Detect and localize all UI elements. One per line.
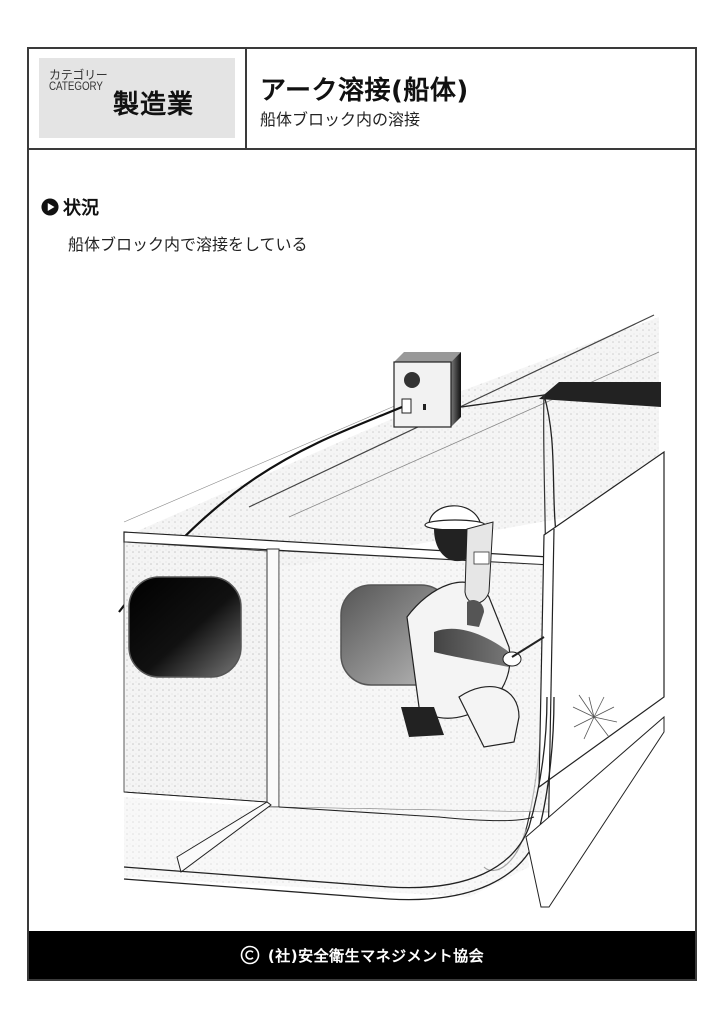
play-circle-icon (41, 198, 59, 216)
deck-opening (539, 382, 661, 407)
worker (401, 505, 545, 748)
page-frame: カテゴリー CATEGORY 製造業 アーク溶接(船体) 船体ブロック内の溶接 … (27, 47, 697, 981)
manhole-left (128, 576, 242, 678)
category-label-jp: カテゴリー (49, 68, 108, 82)
section-label: 状況 (63, 198, 99, 219)
arc-spark (572, 694, 618, 740)
welding-machine (393, 352, 461, 428)
section-heading: 状況 (41, 194, 99, 220)
footer: (社)安全衛生マネジメント協会 (29, 931, 695, 979)
copyright-icon (240, 945, 260, 965)
page-subtitle: 船体ブロック内の溶接 (260, 110, 421, 129)
page-title: アーク溶接(船体) (260, 76, 469, 106)
category-value: 製造業 (113, 90, 195, 120)
footer-text: (社)安全衛生マネジメント協会 (267, 946, 485, 965)
header: カテゴリー CATEGORY 製造業 アーク溶接(船体) 船体ブロック内の溶接 (29, 49, 695, 150)
category-label-en: CATEGORY (49, 81, 103, 93)
situation-description: 船体ブロック内で溶接をしている (68, 235, 308, 254)
welding-illustration (118, 314, 665, 908)
header-divider (245, 49, 247, 148)
category-box: カテゴリー CATEGORY 製造業 (39, 58, 235, 138)
